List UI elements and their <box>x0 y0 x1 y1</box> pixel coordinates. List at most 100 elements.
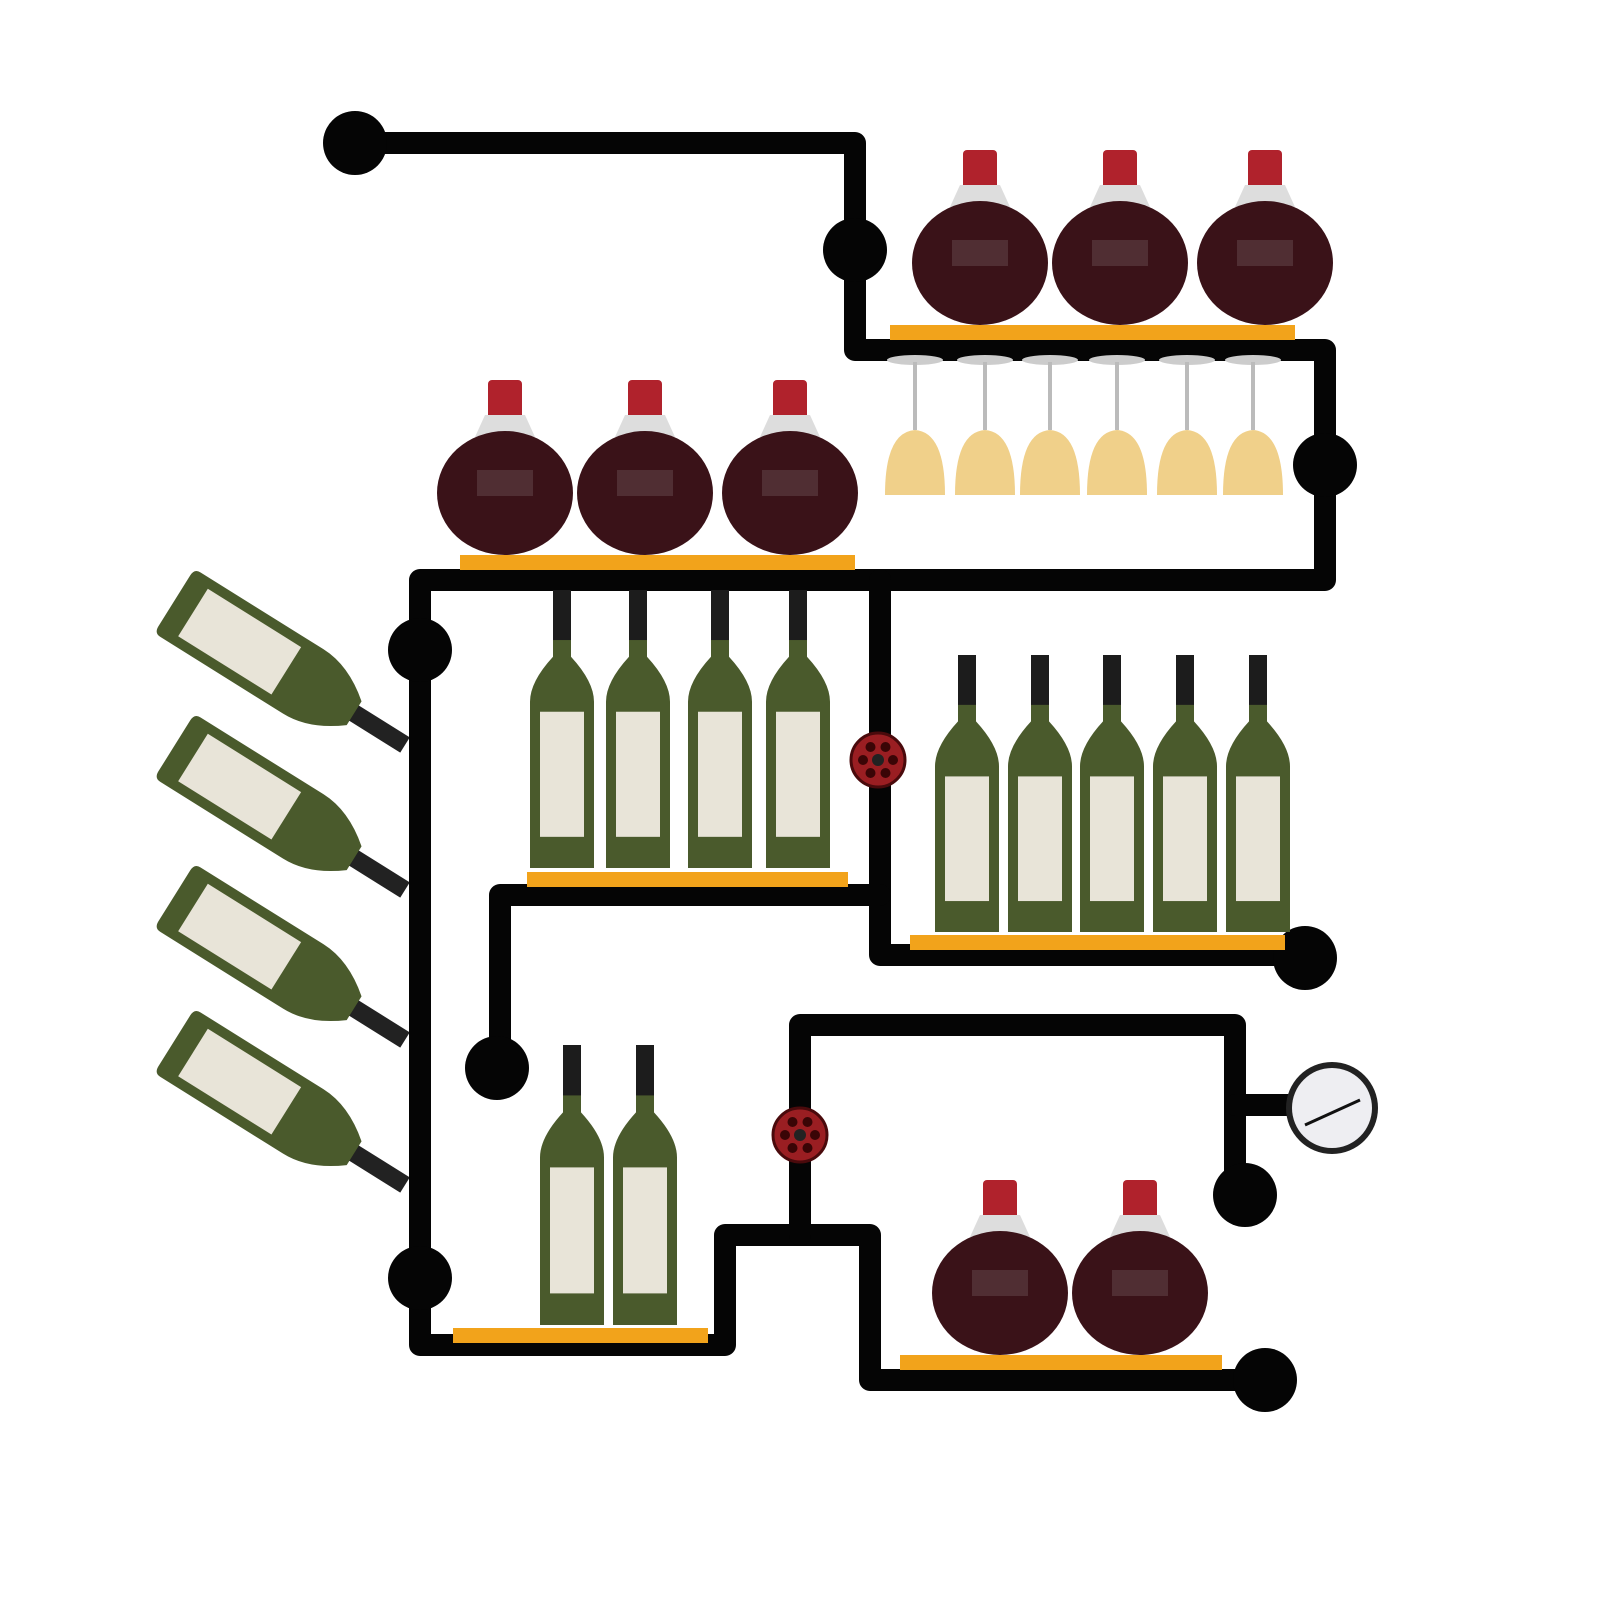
valve-center <box>794 1129 806 1141</box>
wine-bottle <box>935 655 999 932</box>
bottle-neck <box>615 415 675 437</box>
pipe-end-cap <box>1273 926 1337 990</box>
bottle-label <box>698 711 742 837</box>
pipe-end-cap <box>465 1036 529 1100</box>
wine-bottle <box>1080 655 1144 932</box>
shelf <box>453 1328 708 1343</box>
wine-bottle <box>1153 655 1217 932</box>
pipe-end-cap <box>823 218 887 282</box>
bottle-neck <box>950 185 1010 207</box>
wine-glass <box>955 355 1015 495</box>
bottle-neck <box>970 1215 1030 1237</box>
valve-hole <box>880 767 891 778</box>
valve-hole <box>880 742 891 753</box>
bottle-capsule <box>958 655 976 705</box>
valve-handle <box>849 731 907 789</box>
bottle-neck <box>340 845 410 898</box>
valve-hole <box>780 1130 790 1140</box>
valve-hole <box>865 742 876 753</box>
bottle-neck <box>340 1140 410 1193</box>
glass-base <box>887 355 943 365</box>
bottle-capsule <box>1031 655 1049 705</box>
valve-handle <box>771 1106 829 1164</box>
bottle-label <box>550 1167 594 1294</box>
wine-bottle <box>613 1045 677 1325</box>
angled-bottle <box>156 866 410 1048</box>
wine-bottle <box>530 590 594 868</box>
bottle-label <box>776 711 820 837</box>
bottle-label <box>1236 776 1280 902</box>
valve-hole <box>802 1142 813 1153</box>
bottle-neck <box>1235 185 1295 207</box>
bottle-label <box>178 883 302 990</box>
bottle-neck <box>1090 185 1150 207</box>
bottle-capsule <box>1249 655 1267 705</box>
bottle-cap <box>983 1180 1017 1220</box>
shelf <box>900 1355 1222 1370</box>
bottle-capsule <box>1176 655 1194 705</box>
gauge-face <box>1292 1068 1372 1148</box>
pipe-end-cap <box>388 1246 452 1310</box>
glass-bowl <box>955 430 1015 495</box>
round-bottle <box>1197 150 1333 325</box>
wine-bottle <box>688 590 752 868</box>
bottle-label <box>952 240 1008 266</box>
valve-hole <box>858 755 868 765</box>
shelf <box>890 325 1295 340</box>
bottle-capsule <box>629 590 647 641</box>
bottle-cap <box>963 150 997 190</box>
valve-hole <box>787 1142 798 1153</box>
pipe <box>344 132 1336 1391</box>
pipe-end-cap <box>388 618 452 682</box>
glass-base <box>957 355 1013 365</box>
bottle-label <box>178 1028 302 1135</box>
bottle-label <box>1018 776 1062 902</box>
wine-bottle <box>606 590 670 868</box>
bottle-label <box>762 470 818 496</box>
round-bottle <box>1072 1180 1208 1355</box>
bottle-label <box>623 1167 667 1294</box>
valve-hole <box>810 1130 820 1140</box>
bottle-label <box>178 733 302 840</box>
bottle-cap <box>1103 150 1137 190</box>
pipe-end-cap <box>1233 1348 1297 1412</box>
glass-bowl <box>1157 430 1217 495</box>
bottle-capsule <box>553 590 571 641</box>
bottle-label <box>616 711 660 837</box>
round-bottle <box>912 150 1048 325</box>
glass-base <box>1022 355 1078 365</box>
wine-glass <box>1157 355 1217 495</box>
shelf <box>460 555 855 570</box>
bottle-neck <box>340 700 410 753</box>
shelf <box>910 935 1285 950</box>
round-bottle <box>1052 150 1188 325</box>
valve-hole <box>802 1117 813 1128</box>
pipe-end-cap <box>1213 1163 1277 1227</box>
gauge-needle <box>1304 1098 1361 1127</box>
bottle-label <box>972 1270 1028 1296</box>
bottle-capsule <box>1103 655 1121 705</box>
bottle-label <box>617 470 673 496</box>
wine-bottle <box>540 1045 604 1325</box>
pipe <box>489 884 891 1079</box>
bottle-label <box>1090 776 1134 902</box>
wine-bottle <box>1226 655 1290 932</box>
wine-glass <box>885 355 945 495</box>
bottle-capsule <box>563 1045 581 1096</box>
angled-bottle <box>156 571 410 753</box>
bottle-cap <box>628 380 662 420</box>
wine-bottle <box>1008 655 1072 932</box>
bottle-label <box>945 776 989 902</box>
glass-base <box>1159 355 1215 365</box>
valve-center <box>872 754 884 766</box>
bottle-neck <box>1110 1215 1170 1237</box>
wine-glass <box>1223 355 1283 495</box>
bottle-label <box>540 711 584 837</box>
pipe-end-cap <box>1293 433 1357 497</box>
bottle-cap <box>1123 1180 1157 1220</box>
valve-hole <box>787 1117 798 1128</box>
round-bottle <box>437 380 573 555</box>
bottle-label <box>477 470 533 496</box>
